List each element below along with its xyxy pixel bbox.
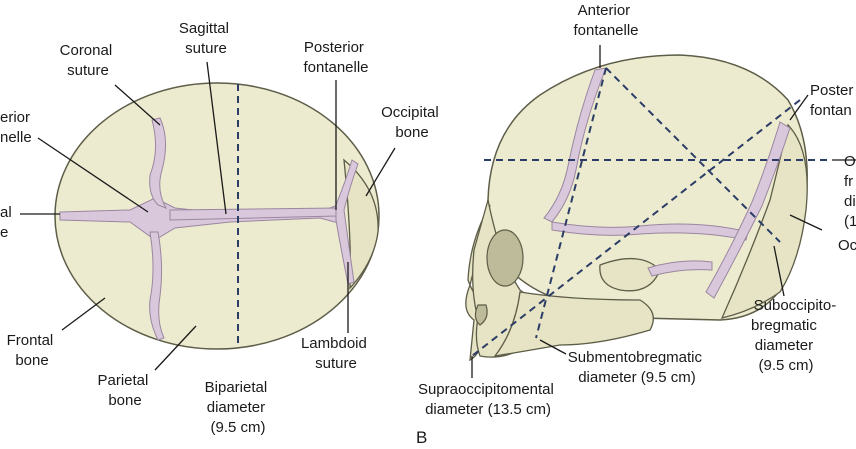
label-parietal-bone: Parietal bone <box>97 372 152 409</box>
label-occipital-bone-a: Occipital bone <box>381 104 443 141</box>
label-anterior-fontanelle-b: Anterior fontanelle <box>573 2 638 39</box>
label-occ-line1: Occipital <box>381 104 439 121</box>
label-anterior-fontanelle-a: erior nelle <box>0 109 34 146</box>
label-smbd-line1: Submentobregmatic <box>568 349 703 366</box>
label-pb-line2: bone <box>108 392 141 409</box>
orbit <box>487 230 523 286</box>
leader-frontal-bone <box>62 298 105 330</box>
label-frontal-suture: al e <box>0 204 16 241</box>
label-af-line2: nelle <box>0 129 32 146</box>
label-bpd-line2: diameter <box>207 399 265 416</box>
label-ofd-line2: fr <box>844 173 853 190</box>
label-occipitofrontal-diameter: O fr di (1 <box>844 153 856 230</box>
label-afb-line1: Anterior <box>578 2 631 19</box>
label-pf-line1: Posterior <box>304 39 364 56</box>
label-biparietal-diameter: Biparietal diameter (9.5 cm) <box>205 379 272 436</box>
label-suboccipitobregmatic-diameter: Suboccipito- bregmatic diameter (9.5 cm) <box>751 297 840 374</box>
label-ls-line2: suture <box>315 355 357 372</box>
label-af-line1: erior <box>0 109 30 126</box>
label-fs-line1: al <box>0 204 12 221</box>
label-sagittal-line1: Sagittal <box>179 20 229 37</box>
label-supraoccipitomental-diameter: Supraoccipitomental diameter (13.5 cm) <box>418 381 558 418</box>
label-sobd-line4: (9.5 cm) <box>758 357 813 374</box>
label-pb-line1: Parietal <box>97 372 148 389</box>
label-posterior-fontanelle-a: Posterior fontanelle <box>303 39 368 76</box>
label-somd-line1: Supraoccipitomental <box>418 381 554 398</box>
label-sobd-line1: Suboccipito- <box>754 297 837 314</box>
label-coronal-line1: Coronal <box>60 42 113 59</box>
label-occb-line1: Oc <box>838 237 856 254</box>
label-smbd-line2: diameter (9.5 cm) <box>578 369 696 386</box>
label-submentobregmatic-diameter: Submentobregmatic diameter (9.5 cm) <box>568 349 706 386</box>
label-coronal-line2: suture <box>67 62 109 79</box>
label-ls-line1: Lambdoid <box>301 335 367 352</box>
skull-top-view <box>55 83 379 349</box>
label-ofd-line3: di <box>844 193 856 210</box>
label-coronal-suture: Coronal suture <box>60 42 117 79</box>
label-fb-line2: bone <box>15 352 48 369</box>
label-sagittal-line2: suture <box>185 40 227 57</box>
label-fs-line2: e <box>0 224 8 241</box>
label-frontal-bone: Frontal bone <box>7 332 58 369</box>
label-occ-line2: bone <box>395 124 428 141</box>
label-pf-line2: fontanelle <box>303 59 368 76</box>
label-afb-line2: fontanelle <box>573 22 638 39</box>
label-ofd-line1: O <box>844 153 856 170</box>
label-sobd-line2: bregmatic <box>751 317 817 334</box>
mandible <box>495 292 653 356</box>
label-sagittal-suture: Sagittal suture <box>179 20 233 57</box>
panel-letter-b: B <box>416 428 427 447</box>
label-posterior-fontanelle-b: Poster fontan <box>810 82 856 119</box>
label-bpd-line3: (9.5 cm) <box>210 419 265 436</box>
label-fb-line1: Frontal <box>7 332 54 349</box>
label-bpd-line1: Biparietal <box>205 379 268 396</box>
label-pfb-line2: fontan <box>810 102 852 119</box>
label-somd-line2: diameter (13.5 cm) <box>425 401 551 418</box>
label-pfb-line1: Poster <box>810 82 853 99</box>
label-lambdoid-suture: Lambdoid suture <box>301 335 371 372</box>
skull-lateral-view <box>466 55 832 360</box>
label-ofd-line4: (1 <box>844 213 856 230</box>
label-occipital-bone-b: Oc <box>838 237 856 254</box>
label-sobd-line3: diameter <box>755 337 813 354</box>
